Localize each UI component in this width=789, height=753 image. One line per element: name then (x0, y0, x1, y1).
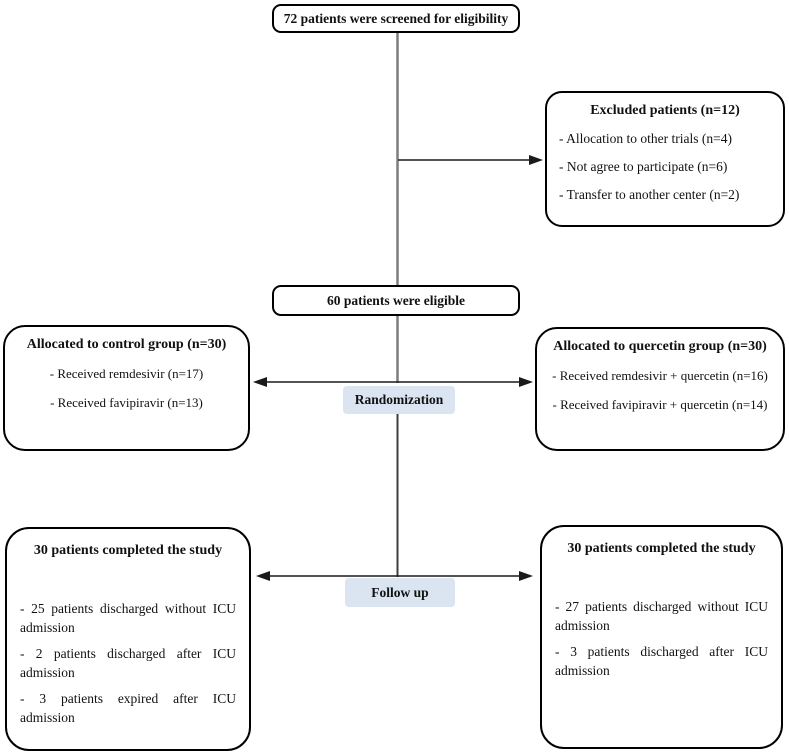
control-title: Allocated to control group (n=30) (26, 337, 227, 352)
excluded-item: - Transfer to another center (n=2) (559, 187, 740, 202)
completed-control-item: - 2 patients discharged after ICU admiss… (20, 646, 236, 680)
excluded-box: Excluded patients (n=12) - Allocation to… (545, 91, 785, 227)
completed-control-item: - 3 patients expired after ICU admission (20, 691, 236, 725)
followup-label: Follow up (345, 578, 455, 607)
arrow-randomization-right-head (519, 377, 533, 387)
arrow-followup-left-head (256, 571, 270, 581)
quercetin-item: - Received remdesivir + quercetin (n=16) (552, 368, 768, 383)
screened-box: 72 patients were screened for eligibilit… (272, 4, 520, 33)
eligible-box: 60 patients were eligible (272, 285, 520, 316)
quercetin-allocation-box: Allocated to quercetin group (n=30) - Re… (535, 327, 785, 451)
completed-control-box: 30 patients completed the study - 25 pat… (5, 527, 251, 751)
completed-control-item: - 25 patients discharged without ICU adm… (20, 601, 236, 635)
randomization-label: Randomization (343, 386, 455, 414)
excluded-item: - Not agree to participate (n=6) (559, 159, 728, 174)
completed-quercetin-title: 30 patients completed the study (567, 541, 756, 556)
arrow-excluded-head (529, 155, 543, 165)
control-item: - Received favipiravir (n=13) (50, 395, 203, 410)
excluded-title: Excluded patients (n=12) (590, 103, 740, 118)
completed-quercetin-item: - 27 patients discharged without ICU adm… (555, 599, 768, 633)
excluded-item: - Allocation to other trials (n=4) (559, 131, 732, 146)
randomization-text: Randomization (354, 392, 444, 407)
followup-text: Follow up (371, 584, 429, 600)
eligible-text: 60 patients were eligible (326, 292, 466, 308)
quercetin-title: Allocated to quercetin group (n=30) (553, 339, 767, 354)
completed-quercetin-box: 30 patients completed the study - 27 pat… (540, 525, 783, 749)
completed-quercetin-item: - 3 patients discharged after ICU admiss… (555, 644, 768, 678)
control-item: - Received remdesivir (n=17) (49, 366, 204, 381)
arrow-followup-right-head (519, 571, 533, 581)
control-allocation-box: Allocated to control group (n=30) - Rece… (3, 325, 250, 451)
completed-control-title: 30 patients completed the study (33, 543, 223, 558)
quercetin-item: - Received favipiravir + quercetin (n=14… (552, 397, 768, 412)
screened-text: 72 patients were screened for eligibilit… (283, 10, 509, 26)
arrow-randomization-left-head (253, 377, 267, 387)
